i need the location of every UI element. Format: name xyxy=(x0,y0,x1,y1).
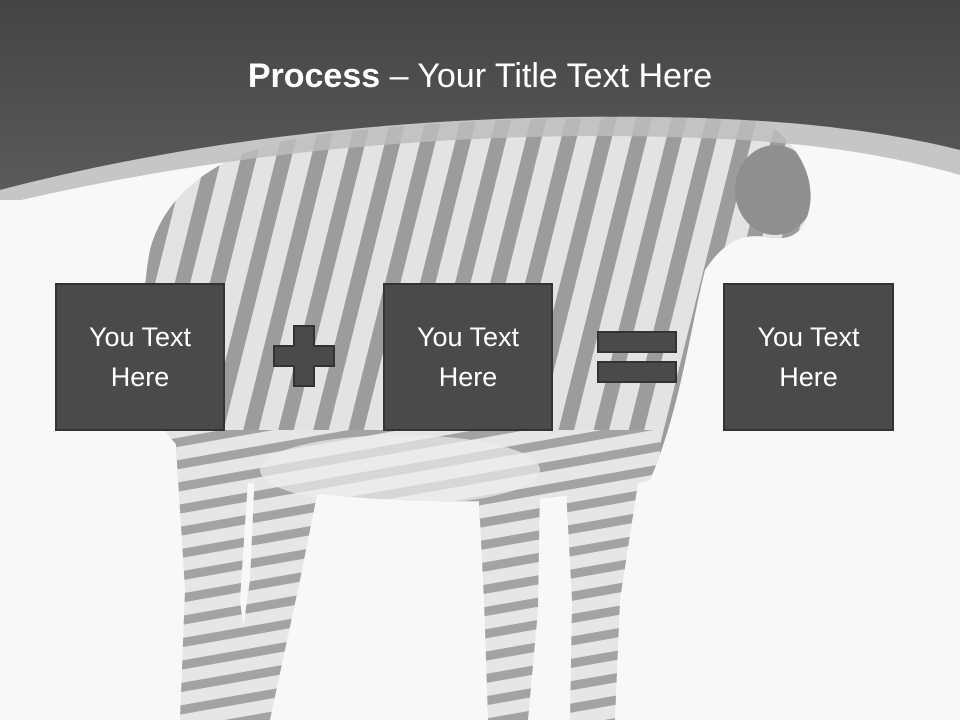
text-box-1-label: You Text Here xyxy=(88,322,192,392)
header-band xyxy=(0,0,960,200)
text-box-3-label: You Text Here xyxy=(757,322,860,392)
text-box-1[interactable]: You Text Here xyxy=(55,283,225,431)
slide-title: Process – Your Title Text Here xyxy=(0,52,960,100)
plus-icon xyxy=(273,325,335,387)
text-box-2[interactable]: You Text Here xyxy=(383,283,553,431)
text-box-3[interactable]: You Text Here xyxy=(723,283,894,431)
text-box-2-label: You Text Here xyxy=(416,322,520,392)
title-rest: – Your Title Text Here xyxy=(380,57,713,95)
equals-icon xyxy=(597,331,677,383)
title-bold: Process xyxy=(247,57,381,95)
